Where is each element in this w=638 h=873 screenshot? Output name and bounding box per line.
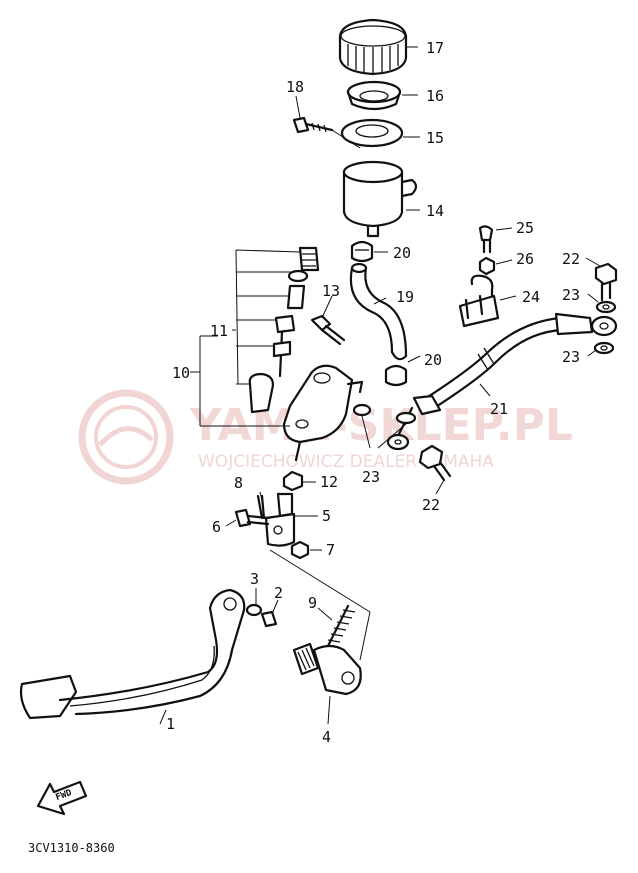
callout-7: 7 xyxy=(326,541,335,559)
nut-7[interactable] xyxy=(290,540,310,560)
diaphragm-15[interactable] xyxy=(340,118,404,148)
callout-23-right-lower: 23 xyxy=(562,348,580,366)
callout-labels: 17 16 18 15 14 20 25 26 22 23 24 13 19 1… xyxy=(166,39,580,746)
hose-clip-20-lower[interactable] xyxy=(384,364,408,387)
callout-22-lower: 22 xyxy=(422,496,440,514)
callout-21: 21 xyxy=(490,400,508,418)
brake-hose-21[interactable] xyxy=(386,312,618,451)
washer-3[interactable] xyxy=(245,603,263,617)
callout-4: 4 xyxy=(322,728,331,746)
washer-23-right-upper[interactable] xyxy=(595,300,617,314)
reservoir-hose-19[interactable] xyxy=(349,262,408,361)
screw-18[interactable] xyxy=(292,116,334,134)
washer-23-right-lower[interactable] xyxy=(593,341,615,355)
nut-12[interactable] xyxy=(282,470,304,492)
return-spring-9[interactable] xyxy=(324,604,356,652)
reservoir-cap-17[interactable] xyxy=(338,18,408,76)
callout-23-center: 23 xyxy=(362,468,380,486)
master-cylinder-10[interactable] xyxy=(248,364,364,462)
callout-20-top: 20 xyxy=(393,244,411,262)
callout-11: 11 xyxy=(210,322,228,340)
washer-23-center[interactable] xyxy=(395,411,417,425)
nut-26[interactable] xyxy=(478,256,496,276)
callout-24: 24 xyxy=(522,288,540,306)
callout-3: 3 xyxy=(250,570,259,588)
piston-kit-11[interactable] xyxy=(272,246,320,378)
callout-8: 8 xyxy=(234,474,243,492)
watermark-subtitle: WOJCIECHOWICZ DEALER YAMAHA xyxy=(198,452,494,472)
leader-lines xyxy=(159,46,601,725)
callout-12: 12 xyxy=(320,473,338,491)
callout-13: 13 xyxy=(322,282,340,300)
hose-clip-20-top[interactable] xyxy=(350,240,374,263)
bolt-2[interactable] xyxy=(260,610,278,628)
forward-arrow-icon: FWD xyxy=(36,780,88,816)
hose-bracket-24[interactable] xyxy=(458,274,500,328)
callout-18: 18 xyxy=(286,78,304,96)
diagram-code: 3CV1310-8360 xyxy=(28,841,115,855)
union-bolt-22-right[interactable] xyxy=(594,262,618,302)
washer-23-left[interactable] xyxy=(352,403,372,417)
bolt-13[interactable] xyxy=(310,314,346,346)
callout-16: 16 xyxy=(426,87,444,105)
callout-1: 1 xyxy=(166,715,175,733)
callout-26: 26 xyxy=(516,250,534,268)
union-bolt-22-lower[interactable] xyxy=(418,444,452,482)
callout-10: 10 xyxy=(172,364,190,382)
callout-25: 25 xyxy=(516,219,534,237)
reservoir-tank-14[interactable] xyxy=(342,160,418,238)
brake-shaft-4[interactable] xyxy=(292,642,362,696)
callout-14: 14 xyxy=(426,202,444,220)
callout-19: 19 xyxy=(396,288,414,306)
callout-6: 6 xyxy=(212,518,221,536)
callout-23-right-upper: 23 xyxy=(562,286,580,304)
callout-15: 15 xyxy=(426,129,444,147)
diaphragm-plate-16[interactable] xyxy=(346,80,402,111)
callout-20-lower: 20 xyxy=(424,351,442,369)
callout-17: 17 xyxy=(426,39,444,57)
callout-22-right: 22 xyxy=(562,250,580,268)
callout-2: 2 xyxy=(274,584,283,602)
brake-pedal-1[interactable] xyxy=(19,588,246,720)
bolt-25[interactable] xyxy=(478,225,494,254)
clevis-5[interactable] xyxy=(264,492,296,547)
cotter-pin-8[interactable] xyxy=(256,494,266,520)
clevis-pin-6[interactable] xyxy=(234,508,270,528)
callout-9: 9 xyxy=(308,594,317,612)
callout-5: 5 xyxy=(322,507,331,525)
